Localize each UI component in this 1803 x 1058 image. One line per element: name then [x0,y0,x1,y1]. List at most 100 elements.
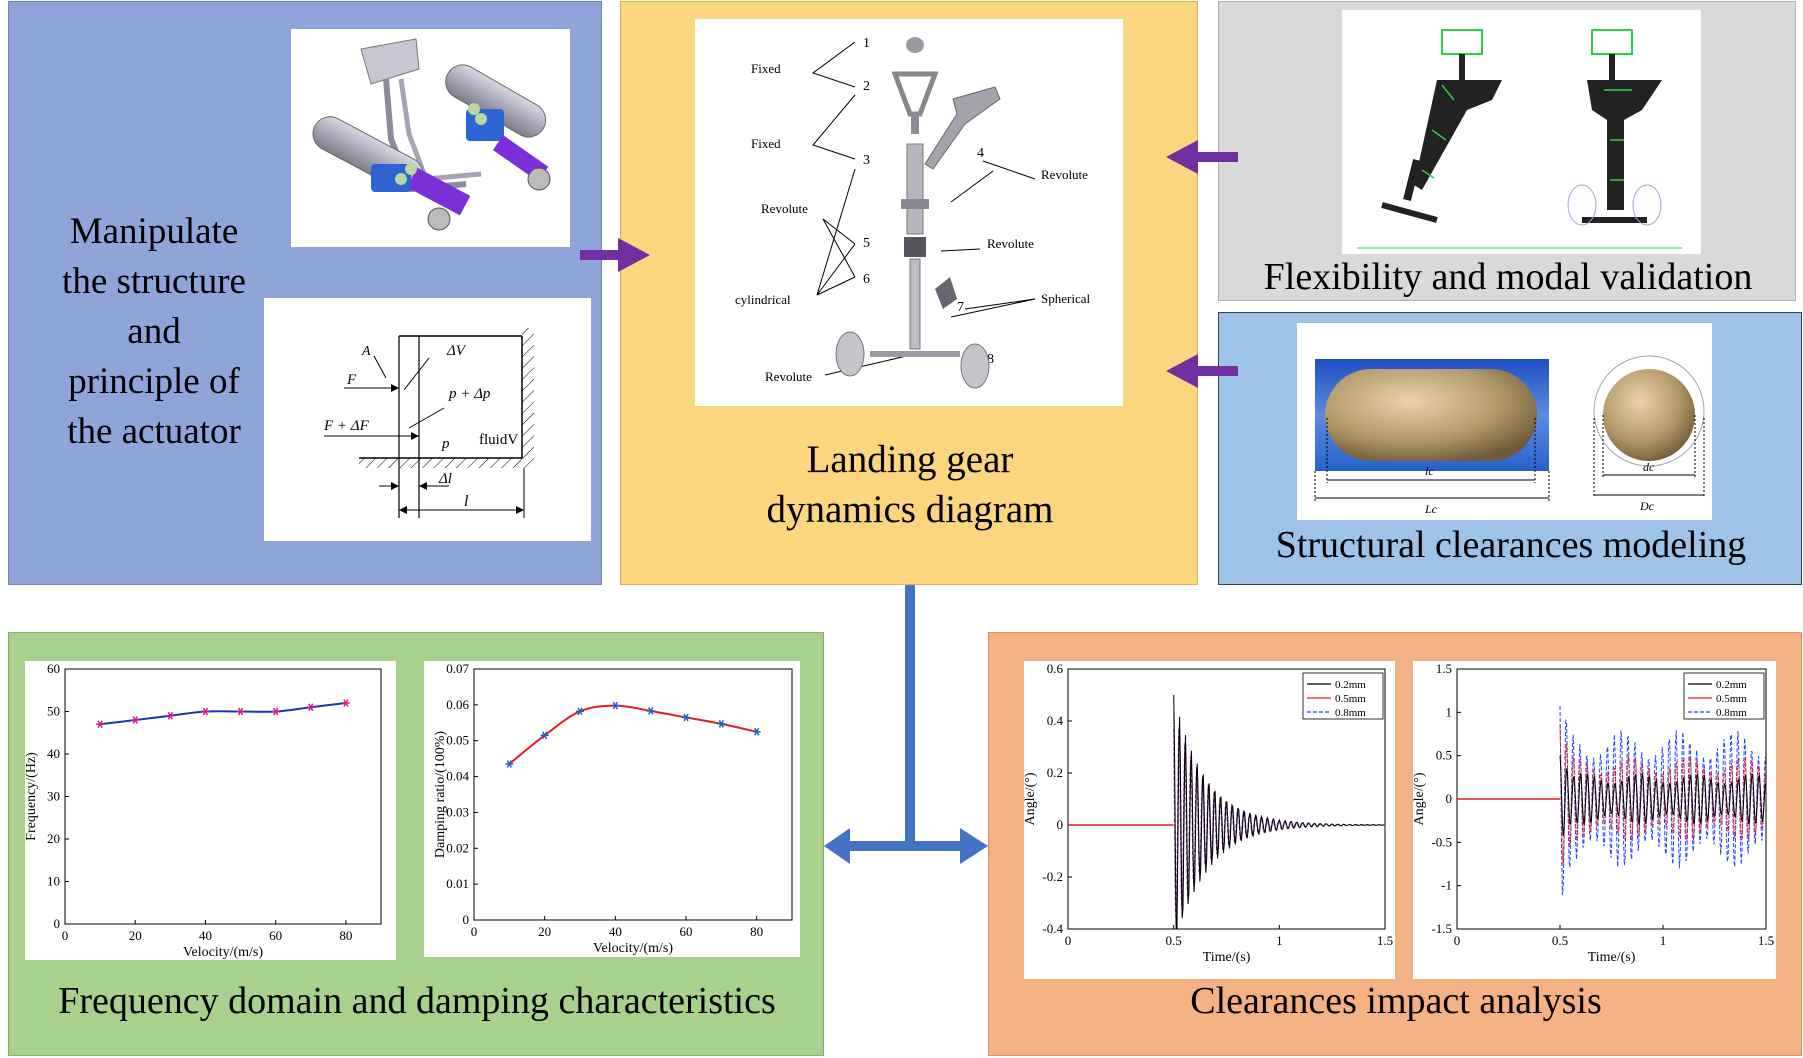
y-tick-label: 0.6 [1047,661,1064,676]
y-axis-label: Angle/(°) [1413,772,1427,825]
arrow-dynamics-to-analyses [824,585,988,864]
actuator-panel: Manipulate the structure and principle o… [8,1,602,585]
y-tick-label: 60 [47,661,60,676]
flex-title: Flexibility and modal validation [1263,256,1753,298]
clearance-render-image: lc Lc dc Dc [1314,355,1705,516]
joint-label: Revolute [761,201,808,216]
part-number: 7 [957,300,964,315]
y-tick-label: -0.4 [1042,921,1063,936]
y-tick-label: 0 [1057,817,1064,832]
data-point [540,731,549,740]
data-point [682,713,690,722]
x-tick-label: 1.5 [1758,933,1774,948]
y-tick-label: 0 [463,912,470,927]
x-tick-label: 80 [750,924,763,939]
flex-render-image [1357,29,1682,249]
joint-label: Revolute [765,369,812,384]
actuator-title-line: the structure [62,261,246,302]
data-point [131,716,140,724]
x-tick-label: 0.5 [1166,933,1182,948]
y-tick-label: 0.04 [446,769,469,784]
dynamics-diagram: 1 2 3 4 5 6 7 8 Fixed Fixed Revolute cyl… [695,19,1123,406]
label-F-dF: F + ΔF [323,418,370,434]
actuator-title-line: principle of [68,361,240,402]
plot-frame [1067,668,1386,930]
data-point-stroke [542,731,548,740]
legend-label: 0.2mm [1716,679,1747,691]
data-point [236,707,245,716]
part-number: 1 [863,36,870,51]
data-point-stroke [683,713,689,722]
x-tick-label: 20 [538,924,551,939]
x-tick-label: 0 [471,924,478,939]
series-line [1173,694,1385,930]
y-tick-label: 10 [47,874,60,889]
actuator-title-line: the actuator [67,411,241,452]
arrow-clearance-to-dynamics [1166,354,1238,388]
label-p-dp: p + Δp [448,386,491,402]
dynamics-title-line: Landing gear [806,438,1014,481]
y-tick-label: 0.5 [1436,748,1452,763]
joint-label: cylindrical [735,292,791,307]
y-tick-label: -0.5 [1431,834,1452,849]
flex-panel: Flexibility and modal validation [1218,1,1796,301]
data-point-stroke [718,720,724,728]
label-F: F [346,372,357,388]
x-axis-label: Time/(s) [1203,950,1251,965]
y-tick-label: 0 [1446,791,1453,806]
clearance-render: lc Lc dc Dc [1297,323,1712,520]
y-axis-label: Frequency/(Hz) [25,752,39,841]
data-point [752,727,761,736]
label-Dc: Dc [1639,499,1655,513]
y-axis-label: Angle/(°) [1024,772,1038,825]
legend-box [1302,672,1384,720]
data-point [576,707,584,716]
data-point [271,707,280,716]
label-fluid: fluidV [479,432,518,448]
x-tick-label: 60 [680,924,693,939]
actuator-title-line: and [127,311,181,352]
joint-label: Revolute [987,236,1034,251]
label-lc: lc [1425,464,1434,478]
data-point [717,720,726,728]
flex-render [1342,10,1701,254]
actuator-render-image [312,38,551,231]
y-tick-label: 1 [1446,704,1453,719]
label-dl: Δl [438,471,452,487]
x-axis-label: Velocity/(m/s) [183,945,263,960]
data-point [306,703,315,712]
label-Lc: Lc [1424,502,1438,516]
series-line [1559,705,1766,896]
data-point [646,707,655,715]
data-point-stroke [648,707,654,715]
clearance-title: Structural clearances modeling [1275,524,1747,566]
arrow-actuator-to-dynamics [580,238,650,272]
x-axis-label: Velocity/(m/s) [593,941,673,956]
x-tick-label: 0 [1065,933,1072,948]
joint-label: Revolute [1041,167,1088,182]
data-point-stroke [754,727,760,736]
y-axis-label: Damping ratio/(100%) [433,731,448,858]
y-tick-label: 0.02 [446,840,469,855]
x-tick-label: 80 [339,928,352,943]
joint-label: Spherical [1041,291,1090,306]
actuator-schematic: A ΔV F p + Δp F + ΔF p fluidV Δl l [264,298,591,541]
x-axis-label: Time/(s) [1588,950,1636,965]
x-tick-label: 20 [129,928,142,943]
data-point-stroke [132,716,138,724]
series-line [1559,724,1766,865]
dynamics-title-line: dynamics diagram [766,488,1054,531]
data-point [201,707,210,716]
y-tick-label: -0.2 [1042,869,1063,884]
part-number: 4 [977,146,984,161]
x-tick-label: 1 [1660,933,1667,948]
y-tick-label: 20 [47,831,60,846]
